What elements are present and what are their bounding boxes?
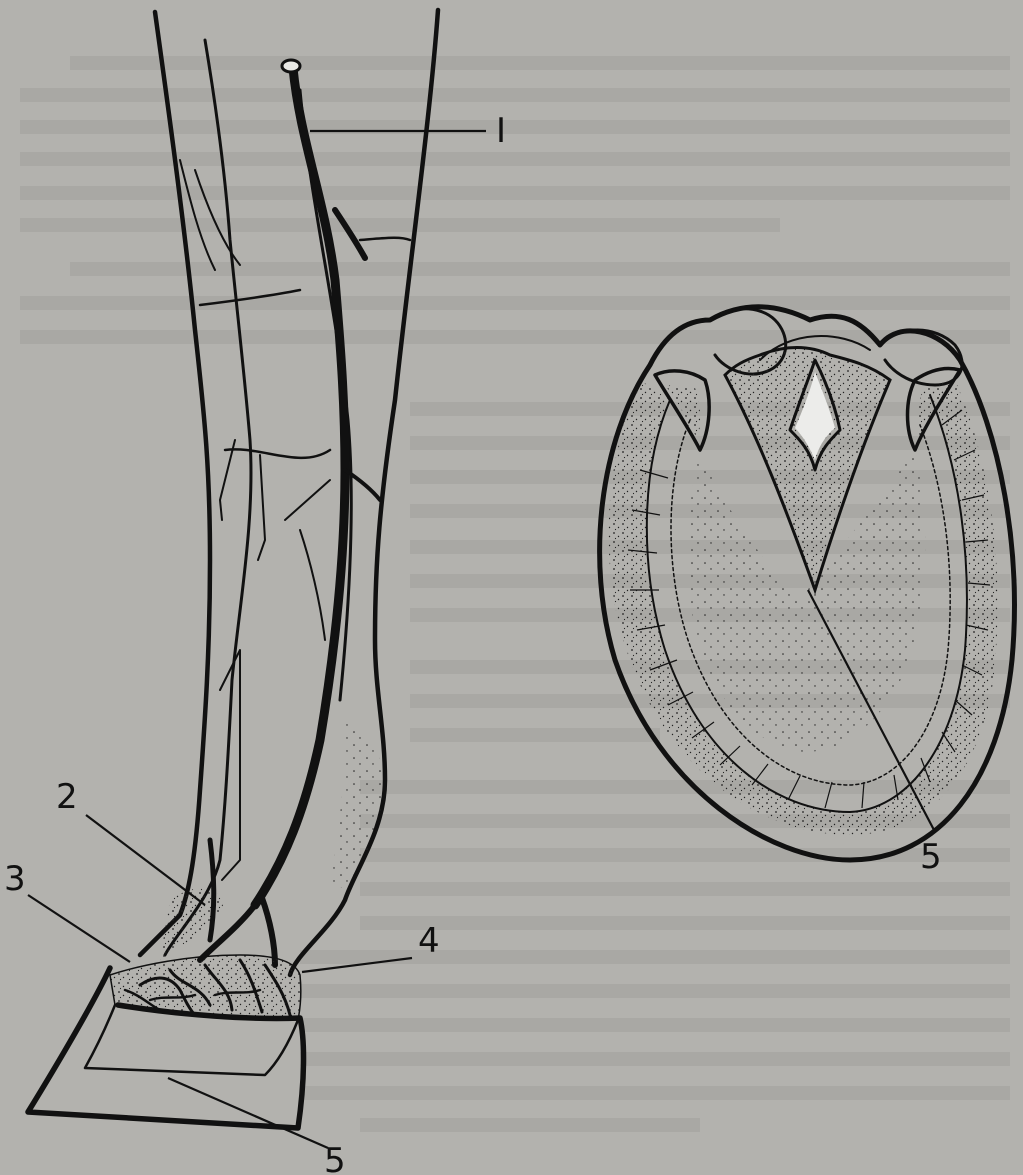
callout-label-4: 4 xyxy=(418,921,440,961)
callout-label-3: 3 xyxy=(4,859,26,899)
callout-label-I: I xyxy=(496,111,506,151)
callout-label-2: 2 xyxy=(56,777,78,817)
callout-label-5-leg: 5 xyxy=(324,1141,346,1175)
callout-label-5-hoof: 5 xyxy=(920,837,942,877)
